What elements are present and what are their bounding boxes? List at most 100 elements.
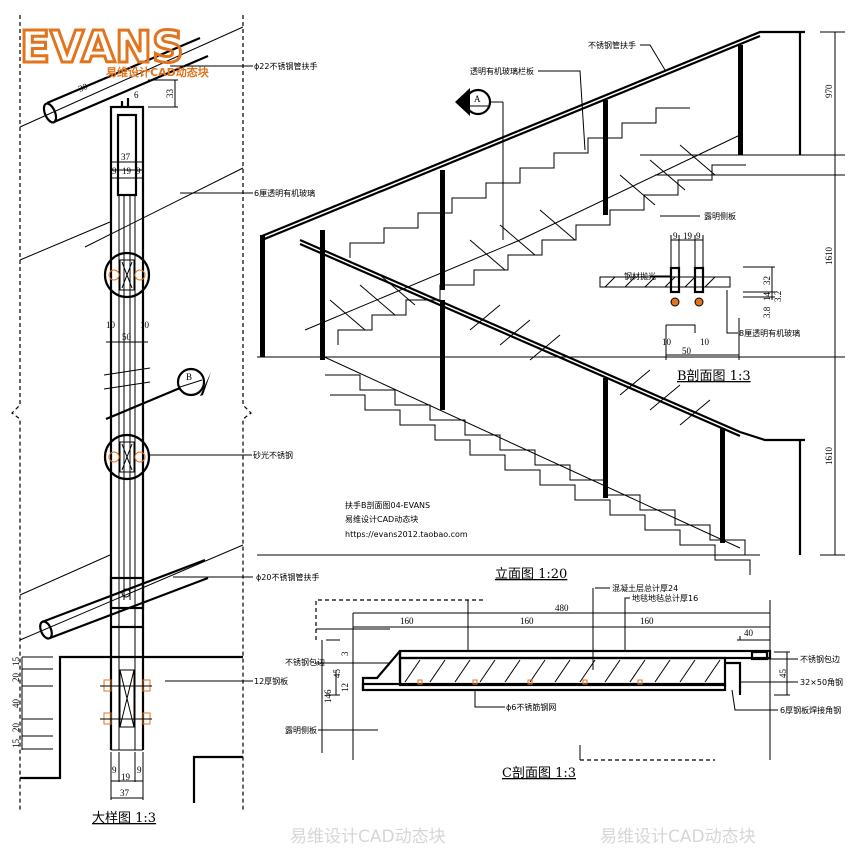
- logo-brand: EVANS: [20, 22, 184, 73]
- dim-3-2: 3.2: [773, 291, 783, 302]
- stair-step-line: [330, 394, 751, 575]
- section-b-drawing: 9 19 9 32 14 3.2 3.8 10 10 50 钢材抛光 8厘透明有…: [599, 231, 800, 384]
- hatch-line: [529, 334, 561, 361]
- bolts: [100, 679, 152, 725]
- dim-40: 40: [11, 699, 21, 709]
- label-mesh: ϕ6不锈筋钢网: [506, 702, 556, 712]
- dim-14: 14: [762, 292, 772, 302]
- dim-10: 10: [662, 337, 672, 347]
- section-marker-a: A: [455, 88, 504, 240]
- hatch-line: [359, 284, 396, 316]
- label-angle-steel: 32×50角钢: [800, 677, 843, 687]
- hatch-line: [649, 384, 681, 411]
- label-edge-left: 不锈钢包边: [285, 657, 325, 667]
- dim-50: 50: [682, 346, 692, 356]
- elevation-handrail-upper: [261, 30, 805, 238]
- dim-45: 45: [778, 669, 788, 679]
- dim-9: 9: [696, 231, 701, 241]
- label-polished-steel: 钢材抛光: [624, 271, 656, 281]
- section-b-title: B剖面图 1:3: [677, 369, 751, 384]
- label-glass-panel: 透明有机玻璃栏板: [470, 66, 534, 76]
- dim-9: 9: [673, 231, 678, 241]
- connector-circle-lower: [103, 433, 151, 481]
- dim-6: 6: [134, 90, 139, 100]
- hatch-line: [499, 224, 536, 256]
- dim-37: 37: [121, 152, 131, 162]
- section-c-drawing: 480 160 160 160 40 146 45 12 3 45 混凝土层总计…: [285, 583, 843, 781]
- elevation-title: 立面图 1:20: [495, 567, 567, 582]
- watermark-text: 易维设计CAD动态块: [600, 827, 756, 847]
- dim-37: 37: [120, 788, 130, 798]
- stair-step-line: [325, 374, 746, 555]
- dim-3-8: 3.8: [762, 306, 772, 318]
- dim-10: 10: [140, 320, 150, 330]
- dim-19: 19: [683, 231, 693, 241]
- label-handrail-22: ϕ22不锈钢管扶手: [254, 61, 317, 71]
- logo-subtitle: 易维设计CAD动态块: [106, 65, 210, 79]
- dim-480: 480: [555, 603, 569, 613]
- hatch-line: [679, 399, 711, 426]
- label-side-panel: 露明侧板: [704, 211, 736, 221]
- dim-10: 10: [106, 320, 116, 330]
- break-line-left: [11, 15, 21, 810]
- hatch-line: [379, 274, 416, 306]
- dim-30: 30: [77, 81, 90, 94]
- dim-1610: 1610: [824, 447, 834, 466]
- watermark-text: 易维设计CAD动态块: [290, 827, 446, 847]
- label-handrail-20: ϕ20不锈钢管扶手: [256, 572, 319, 582]
- watermark-layer: 易维设计CAD动态块 易维设计CAD动态块: [290, 827, 756, 847]
- dim-19: 19: [121, 772, 131, 782]
- section-marker-b: B: [105, 367, 211, 421]
- elevation-posts: [260, 32, 802, 555]
- dim-19: 19: [122, 166, 132, 176]
- dim-9: 9: [136, 166, 141, 176]
- hatch-line: [539, 209, 576, 241]
- label-plate-12: 12厚钢板: [254, 676, 288, 686]
- dim-970: 970: [824, 84, 834, 98]
- dim-146: 146: [323, 689, 333, 703]
- hatch-line: [619, 174, 656, 206]
- dim-15: 15: [11, 657, 21, 667]
- label-plate-weld: 6厚钢板焊接角钢: [780, 705, 841, 715]
- stair-steps: [325, 107, 751, 575]
- dim-40: 40: [744, 628, 754, 638]
- evans-logo: EVANS 易维设计CAD动态块: [19, 21, 210, 80]
- connector-circle-upper: [103, 251, 151, 299]
- post: [109, 105, 145, 629]
- hatch-line: [499, 319, 531, 346]
- glass-panel-hatch: [329, 144, 716, 426]
- label-glass-8: 8厘透明有机玻璃: [739, 328, 800, 338]
- dim-50: 50: [122, 332, 132, 342]
- detail-drawing: B 15 20 40 20 15 9 19 9 37 30 33 6: [11, 15, 319, 826]
- dim-160: 160: [520, 616, 534, 626]
- section-c-title: C剖面图 1:3: [502, 766, 576, 781]
- hatch-line: [469, 239, 506, 271]
- detail-title: 大样图 1:3: [92, 811, 156, 826]
- dim-9: 9: [112, 166, 117, 176]
- dim-160: 160: [640, 616, 654, 626]
- label-glass-6: 6厘透明有机玻璃: [254, 188, 315, 198]
- dim-9: 9: [112, 765, 117, 775]
- hatch-line: [469, 304, 501, 331]
- info-url: https://evans2012.taobao.com: [345, 530, 468, 539]
- marker-a-label: A: [474, 94, 481, 104]
- label-edge-right: 不锈钢包边: [800, 654, 840, 664]
- dim-160: 160: [400, 616, 414, 626]
- stair-step-line: [337, 164, 746, 345]
- label-side-panel: 露明侧板: [285, 725, 317, 735]
- info-line-1: 扶手B剖面图04-EVANS: [345, 500, 430, 510]
- info-line-2: 易维设计CAD动态块: [345, 514, 418, 524]
- marker-b-label: B: [186, 372, 192, 382]
- dim-3: 3: [340, 651, 350, 656]
- hatch-line: [679, 144, 716, 176]
- dim-9: 9: [137, 765, 142, 775]
- stair-step-line: [349, 107, 690, 258]
- floor-step: [20, 655, 243, 780]
- dim-1610: 1610: [824, 247, 834, 266]
- elevation-drawing: 970 1610 1610 A 透明有机玻璃栏板 不锈钢管扶手 露明侧板 扶手B…: [257, 30, 845, 582]
- dim-20: 20: [11, 723, 21, 733]
- dim-33: 33: [165, 89, 175, 99]
- elevation-handrail-lower: [299, 238, 741, 434]
